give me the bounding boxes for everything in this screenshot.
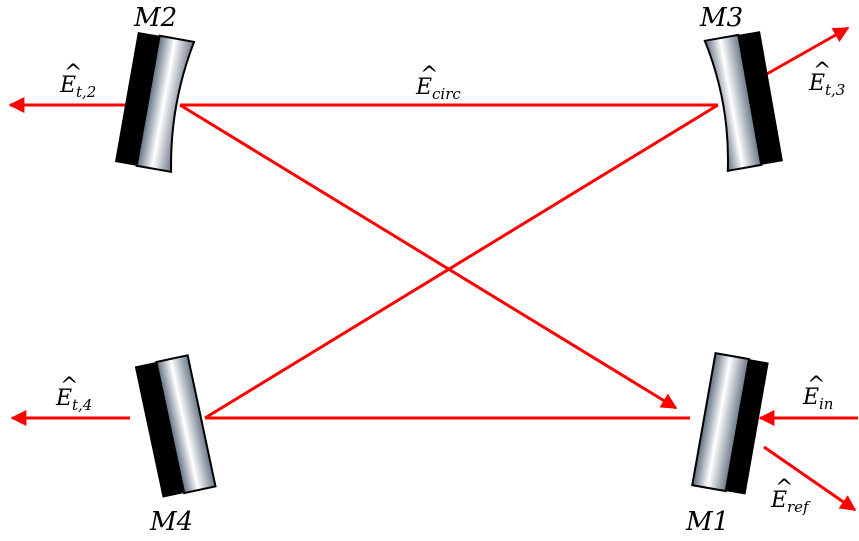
field-sub-in: in [819, 395, 833, 413]
beam-transmitted-m3 [764, 26, 850, 77]
field-sub-t2: t,2 [76, 83, 96, 101]
external-beams [8, 26, 858, 512]
field-symbol-t2: E [59, 73, 76, 98]
beam-m3-m4 [204, 103, 719, 420]
mirror-m2 [114, 31, 196, 174]
field-label-t2: ^ E t,2 [59, 61, 96, 101]
field-label-circ: ^ E circ [415, 63, 461, 103]
hat-in: ^ [807, 373, 825, 398]
field-label-t4: ^ E t,4 [55, 374, 92, 414]
field-label-t3: ^ E t,3 [808, 59, 845, 99]
field-symbol-in: E [802, 385, 819, 410]
label-m1: M1 [685, 507, 729, 537]
beam-m2-m1 [179, 103, 678, 410]
hat-t3: ^ [813, 59, 831, 84]
field-symbol-t3: E [808, 71, 825, 96]
field-symbol-ref: E [770, 488, 787, 513]
hat-t4: ^ [60, 374, 78, 399]
label-m3: M3 [699, 3, 743, 33]
mirror-m3 [703, 31, 783, 173]
field-sub-t3: t,3 [825, 81, 845, 99]
hat-circ: ^ [420, 63, 438, 88]
mirror-m1 [691, 352, 769, 495]
field-label-ref: ^ E ref [770, 476, 811, 516]
field-symbol-t4: E [55, 386, 72, 411]
hat-ref: ^ [775, 476, 793, 501]
field-sub-t4: t,4 [72, 396, 92, 414]
field-sub-circ: circ [432, 85, 461, 103]
label-m4: M4 [149, 507, 193, 537]
hat-t2: ^ [64, 61, 82, 86]
cavity-beams [179, 103, 719, 420]
beam-reflected [763, 445, 857, 512]
mirror-m4 [134, 354, 217, 498]
field-symbol-circ: E [415, 75, 432, 100]
field-label-in: ^ E in [802, 373, 833, 413]
field-sub-ref: ref [787, 498, 811, 516]
label-m2: M2 [133, 3, 177, 33]
